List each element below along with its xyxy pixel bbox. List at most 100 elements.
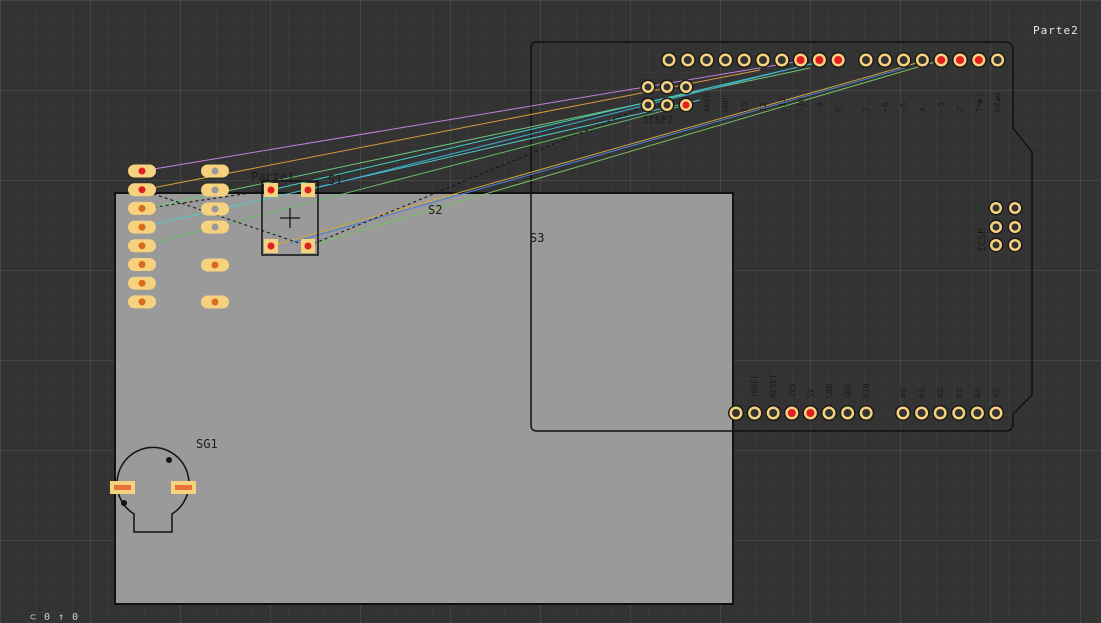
pin-label: A1	[918, 388, 927, 398]
pad-hole	[211, 167, 219, 175]
pin-hole	[663, 83, 671, 91]
pad-hole	[211, 298, 219, 306]
pin-label: 5V	[806, 388, 815, 398]
pin-hole	[721, 56, 730, 64]
pin-hole	[644, 101, 652, 109]
pad-hole	[138, 167, 146, 175]
part-label-icsp: ICSP	[977, 228, 988, 252]
pin-label: A5	[992, 388, 1001, 398]
arduino-top-header[interactable]	[661, 52, 1006, 68]
part-label-s1: S1	[328, 173, 342, 187]
ratsnest-line	[289, 67, 906, 244]
ratsnest-line	[141, 61, 796, 172]
pin-label: ~11	[778, 97, 787, 112]
pin-label: 7	[862, 107, 871, 112]
pad-hole	[138, 298, 146, 306]
pin-hole	[918, 56, 927, 64]
pin-label: IOREF	[751, 374, 760, 398]
pin-hole	[759, 56, 767, 64]
pin-label: GND	[825, 383, 834, 398]
pin-label: RX◀0	[994, 93, 1003, 112]
pad-hole	[138, 223, 146, 231]
pin-hole	[880, 56, 889, 64]
buzzer-footprint[interactable]	[110, 446, 196, 533]
pin-hole	[740, 56, 749, 64]
icsp-header[interactable]	[988, 200, 1023, 253]
ratsnest-line	[141, 99, 701, 228]
pin-hole	[683, 56, 692, 64]
pin-hole	[787, 409, 796, 417]
pin-label: A3	[955, 388, 964, 398]
header-pins-middle[interactable]	[201, 164, 229, 309]
ratsnest-line	[141, 189, 272, 210]
pad-hole	[138, 204, 146, 212]
switch-pads[interactable]	[264, 183, 315, 253]
pcb-board[interactable]	[114, 192, 734, 605]
pin-hole	[899, 56, 908, 64]
pad-hole	[211, 186, 219, 194]
pin-hole	[862, 409, 871, 417]
pin-label: GND	[721, 97, 730, 112]
pin-hole	[1011, 223, 1019, 231]
pin-hole	[665, 56, 673, 64]
ratsnest-line	[307, 63, 811, 191]
pin-hole	[682, 101, 690, 109]
pin-label: 13	[740, 102, 749, 112]
ratsnest-line	[307, 61, 936, 247]
pin-label: AREF	[703, 93, 712, 112]
pin-hole	[937, 56, 946, 64]
icsp2-header[interactable]	[640, 79, 694, 113]
pin-label: 3V3	[788, 383, 797, 398]
part-label-s3: S3	[530, 231, 544, 245]
pad-hole	[138, 242, 146, 250]
header-pins-left[interactable]	[128, 164, 156, 309]
pin-hole	[1011, 241, 1019, 249]
pin-hole	[777, 56, 786, 64]
pin-hole	[992, 409, 1000, 417]
pin-hole	[992, 204, 1000, 212]
pin-hole	[843, 409, 852, 417]
pin-hole	[992, 223, 1000, 231]
pin-hole	[796, 56, 805, 64]
pin-label: 2	[956, 107, 965, 112]
pin-hole	[992, 241, 1000, 249]
pin-label: ~9	[815, 102, 824, 112]
pin-hole	[1011, 204, 1019, 212]
pin-hole	[954, 409, 963, 417]
pin-hole	[899, 409, 907, 417]
ratsnest-lines	[141, 61, 936, 247]
ratsnest-line	[141, 104, 687, 247]
pin-label: RESET	[769, 374, 778, 398]
switch-footprint[interactable]	[261, 180, 319, 256]
arduino-bottom-header[interactable]	[728, 405, 1004, 421]
pin-hole	[732, 409, 740, 417]
pin-label: 8	[834, 107, 843, 112]
pad-hole	[211, 261, 219, 269]
pin-hole	[769, 409, 778, 417]
pad-hole	[211, 205, 219, 213]
pin-hole	[702, 56, 711, 64]
pin-hole	[862, 56, 870, 64]
pin-hole	[973, 409, 982, 417]
pin-label: 12	[759, 102, 768, 112]
pin-label: TX▶1	[975, 93, 984, 112]
pin-hole	[663, 101, 671, 109]
ratsnest-line	[141, 189, 309, 247]
ratsnest-line	[141, 69, 761, 191]
pin-label: A2	[936, 388, 945, 398]
arduino-shield-outline[interactable]	[530, 41, 1033, 432]
part-label-s2: S2	[428, 203, 442, 217]
pin-label: ~6	[881, 102, 890, 112]
pin-hole	[806, 409, 815, 417]
pin-label: ~3	[937, 102, 946, 112]
part-label-parte1: Parte1	[251, 170, 294, 184]
pin-label: VIN	[862, 383, 871, 398]
pin-hole	[993, 56, 1002, 64]
ratsnest-line	[270, 61, 921, 247]
ratsnest-line	[270, 61, 821, 191]
pin-hole	[834, 56, 843, 64]
part-label-icsp2: ICSP2	[643, 115, 673, 126]
pin-hole	[682, 83, 690, 91]
